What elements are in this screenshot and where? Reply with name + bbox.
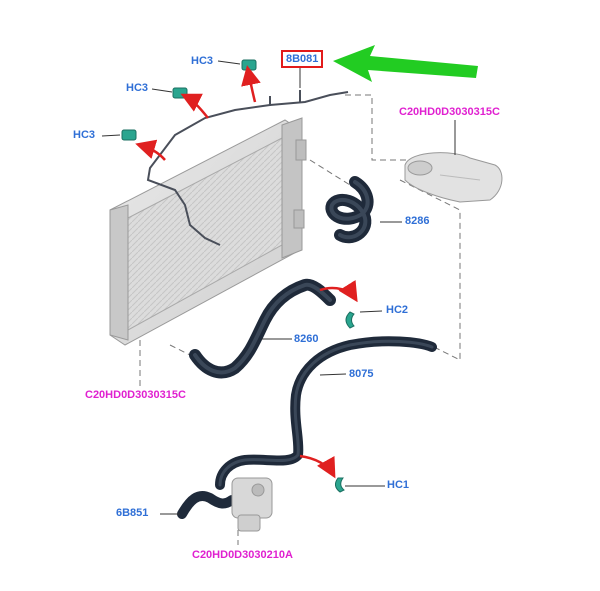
- hose-8286: [325, 176, 374, 244]
- part-label-8075: 8075: [349, 368, 374, 380]
- part-label-hc3-bottom: HC3: [73, 129, 96, 141]
- leader-lines: [101, 60, 456, 515]
- hose-8260: [189, 278, 336, 379]
- red-clip-arrow-icon: [135, 65, 358, 479]
- hose-6b851: [177, 491, 237, 519]
- pump-housing: [231, 477, 273, 532]
- green-pointer-arrow-icon: [333, 45, 478, 82]
- part-label-hc1: HC1: [387, 479, 410, 491]
- part-label-hc3-top: HC3: [191, 55, 214, 67]
- part-label-hc2: HC2: [386, 304, 409, 316]
- vent-pipe-8b081: [146, 90, 349, 246]
- ref-label-pump-housing: C20HD0D3030210A: [192, 549, 293, 561]
- part-label-8286: 8286: [405, 215, 430, 227]
- part-label-6b851: 6B851: [116, 507, 149, 519]
- part-label-8260: 8260: [294, 333, 319, 345]
- hose-8075: [215, 336, 437, 490]
- hose-clip-icon: [121, 59, 355, 493]
- ref-label-expansion-tank: C20HD0D3030315C: [399, 106, 500, 118]
- expansion-tank: [404, 152, 503, 203]
- part-label-8b081: 8B081: [281, 50, 324, 68]
- radiator: [109, 117, 307, 346]
- ref-label-radiator: C20HD0D3030315C: [85, 389, 186, 401]
- part-label-hc3-middle: HC3: [126, 82, 149, 94]
